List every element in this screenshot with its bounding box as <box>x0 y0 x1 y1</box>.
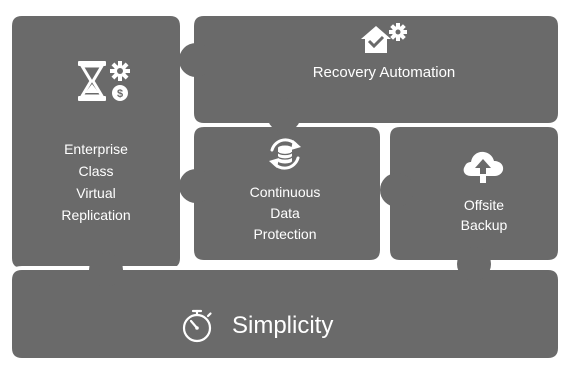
connector-simplicity-replication <box>89 253 123 287</box>
connector-simplicity-backup <box>457 247 491 281</box>
connector-recovery-protection <box>267 98 301 132</box>
house-gear-check-icon <box>358 22 410 56</box>
hourglass-gear-dollar-icon: $ <box>74 57 134 105</box>
connector-replication-protection <box>179 169 213 203</box>
backup-label: Offsite Backup <box>460 197 508 233</box>
piece-protection <box>190 123 384 264</box>
database-sync-icon <box>264 136 306 172</box>
piece-backup <box>386 123 562 264</box>
recovery-label: Recovery Automation <box>312 64 456 81</box>
replication-label: Enterprise Class Virtual Replication <box>61 141 131 223</box>
svg-text:$: $ <box>117 88 123 100</box>
connector-replication-recovery <box>179 43 213 77</box>
cloud-upload-icon <box>460 146 506 184</box>
connector-protection-backup <box>380 173 414 207</box>
stopwatch-icon <box>179 307 215 345</box>
protection-label: Continuous Data Protection <box>249 184 321 242</box>
simplicity-label: Simplicity <box>232 312 334 339</box>
